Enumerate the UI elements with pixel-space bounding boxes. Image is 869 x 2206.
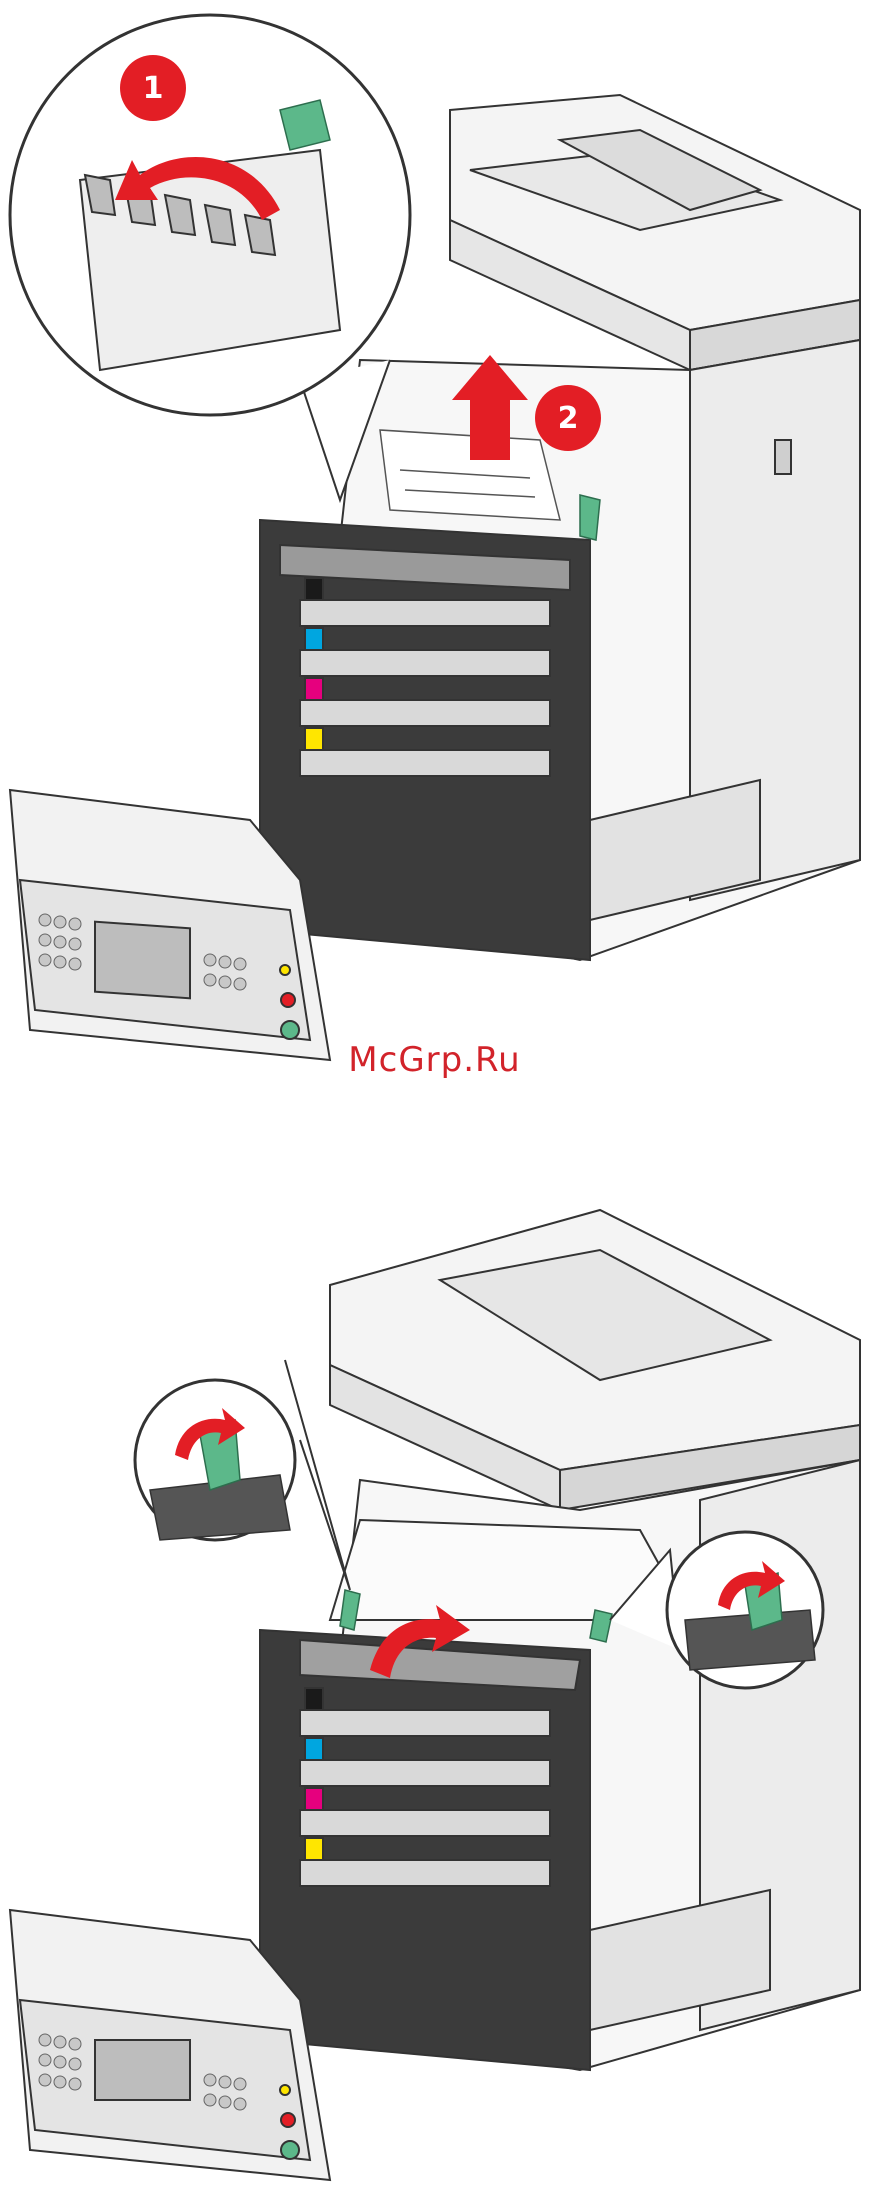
latch-icon xyxy=(580,495,600,540)
step-badge-1: 1 xyxy=(120,55,186,121)
scanner-unit xyxy=(330,1210,860,1510)
step-badge-label: 1 xyxy=(143,71,164,106)
toner-black xyxy=(305,1688,323,1710)
step-badge-label: 2 xyxy=(558,401,579,436)
zoom-callout xyxy=(10,15,410,500)
toner-magenta xyxy=(305,678,323,700)
toner-black xyxy=(305,578,323,600)
step-badge-2: 2 xyxy=(535,385,601,451)
zoom-callout-left xyxy=(135,1360,350,1590)
scanner-unit xyxy=(450,95,860,370)
toner-yellow xyxy=(305,728,323,750)
printer-illustration-top xyxy=(0,0,869,1080)
toner-cyan xyxy=(305,628,323,650)
printer-illustration-bottom xyxy=(0,1190,869,2190)
printer-cavity xyxy=(260,1630,590,2070)
watermark-text: McGrp.Ru xyxy=(0,1040,869,1080)
toner-cyan xyxy=(305,1738,323,1760)
printer-cavity xyxy=(260,520,590,960)
toner-yellow xyxy=(305,1838,323,1860)
toner-magenta xyxy=(305,1788,323,1810)
